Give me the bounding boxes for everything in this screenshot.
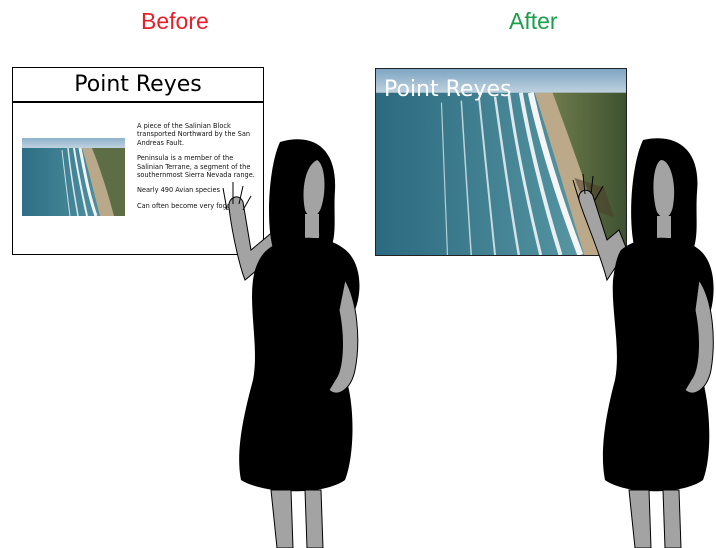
presenter-silhouette <box>205 130 365 548</box>
after-heading: After <box>509 8 558 35</box>
title-divider <box>13 101 263 103</box>
presenter-silhouette <box>565 130 716 548</box>
before-slide-title: Point Reyes <box>13 72 263 97</box>
before-heading: Before <box>141 8 209 35</box>
after-slide-title: Point Reyes <box>384 77 511 102</box>
coastline-photo-small <box>22 138 125 216</box>
